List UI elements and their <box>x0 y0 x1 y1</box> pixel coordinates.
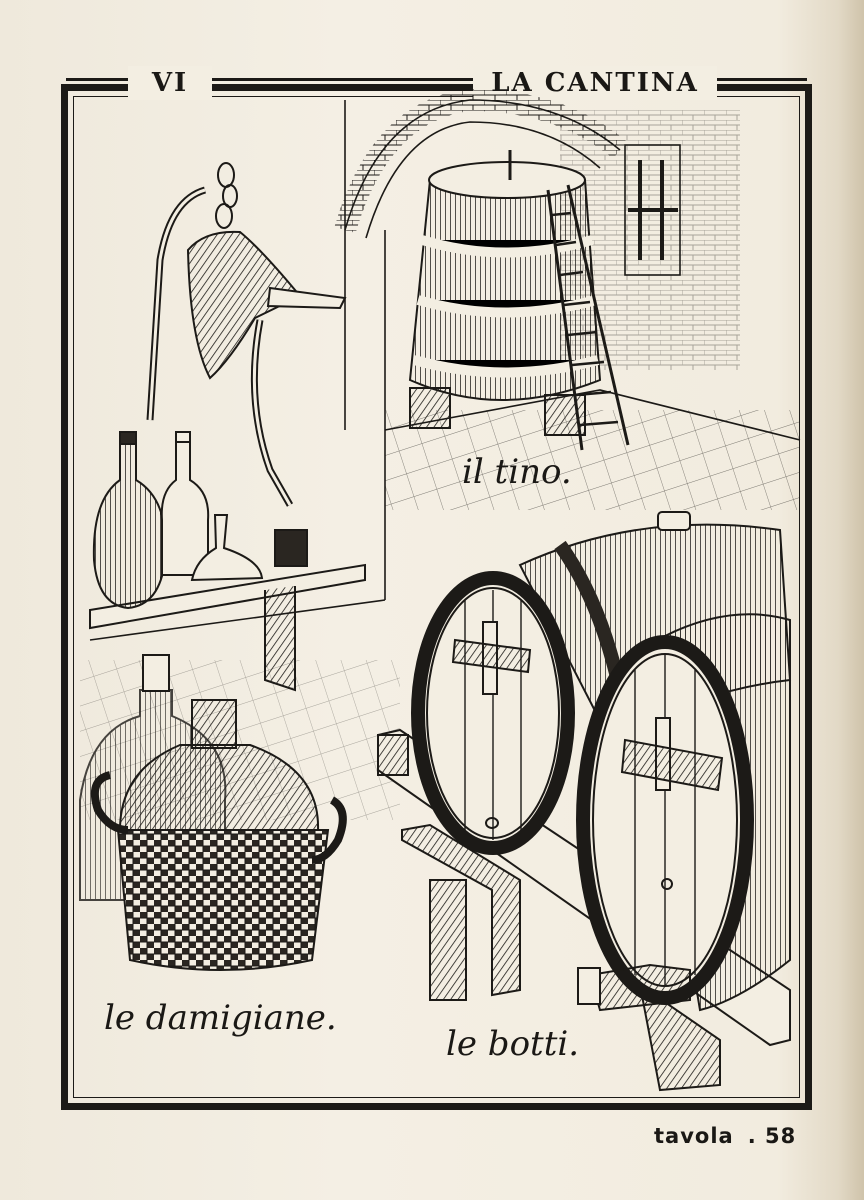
wicker-demijohns <box>79 654 347 971</box>
plate-title: LA CANTINA <box>473 66 717 100</box>
page-number: . 58 <box>747 1124 797 1148</box>
caption-damigiane: le damigiane. <box>104 998 337 1038</box>
wine-vat-with-ladder <box>408 150 630 451</box>
caption-tino: il tino. <box>462 452 572 492</box>
header-rule-middle <box>212 78 473 87</box>
footer-label: tavola <box>654 1124 734 1148</box>
plate-frame-outer <box>61 84 812 1110</box>
funnel-on-chain <box>146 162 347 507</box>
wine-barrels-on-rack <box>377 511 792 1092</box>
page-footer: tavola . 58 <box>654 1124 796 1148</box>
header-rule-left <box>66 78 128 87</box>
caption-botti: le botti. <box>446 1024 580 1064</box>
wine-bottles-on-shelf <box>89 431 366 692</box>
plate-number: VI <box>128 66 212 100</box>
header-rule-right <box>717 78 807 87</box>
